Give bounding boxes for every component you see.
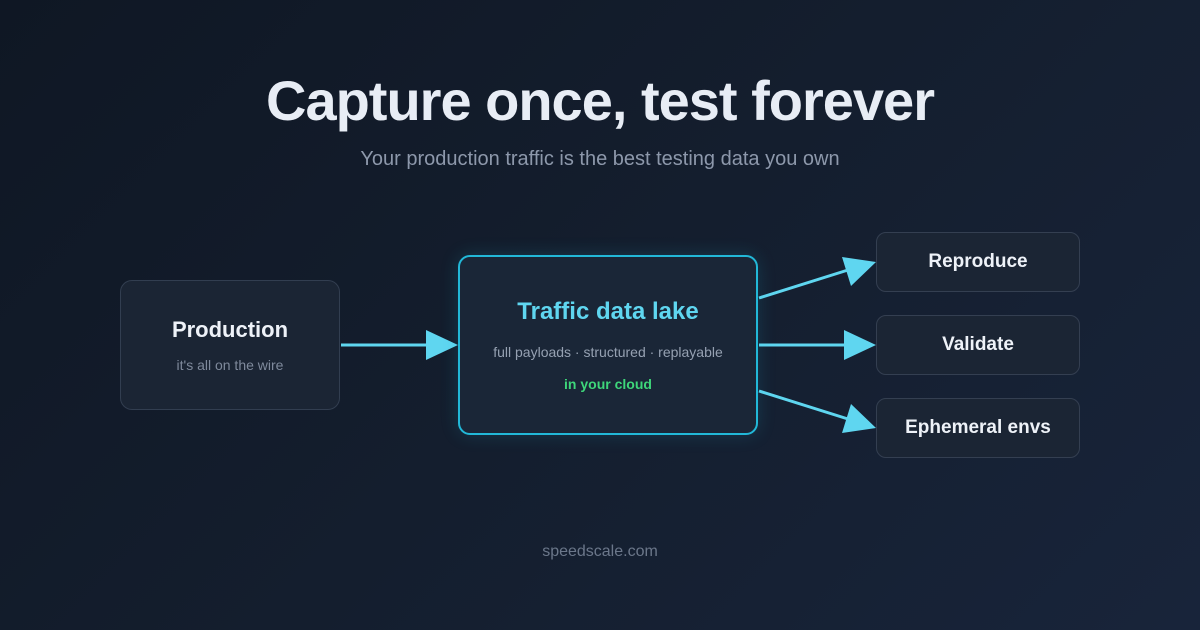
production-subtitle: it's all on the wire <box>176 357 284 373</box>
traffic-data-lake-node: Traffic data lake full payloads · struct… <box>458 255 758 435</box>
arrow-lake-to-ephemeral <box>758 389 849 421</box>
reproduce-label: Reproduce <box>928 251 1028 272</box>
arrowhead-lake-to-validate <box>844 330 876 360</box>
validate-node: Validate <box>876 315 1080 375</box>
subheadline: Your production traffic is the best test… <box>360 148 840 170</box>
lake-subtitle: full payloads · structured · replayable <box>493 344 723 360</box>
arrowhead-lake-to-reproduce <box>842 257 876 286</box>
production-title: Production <box>171 317 289 342</box>
ephemeral-envs-label: Ephemeral envs <box>905 417 1051 438</box>
arrowhead-production-to-lake <box>426 330 458 360</box>
reproduce-node: Reproduce <box>876 232 1080 292</box>
headline: Capture once, test forever <box>266 69 935 132</box>
production-node: Production it's all on the wire <box>120 280 340 410</box>
validate-label: Validate <box>942 334 1014 355</box>
arrow-lake-to-reproduce <box>758 268 849 300</box>
ephemeral-envs-node: Ephemeral envs <box>876 398 1080 458</box>
footer-domain: speedscale.com <box>542 543 658 560</box>
lake-title: Traffic data lake <box>517 298 699 325</box>
arrowhead-lake-to-ephemeral <box>842 404 876 433</box>
lake-cloud-tag: in your cloud <box>564 376 652 392</box>
